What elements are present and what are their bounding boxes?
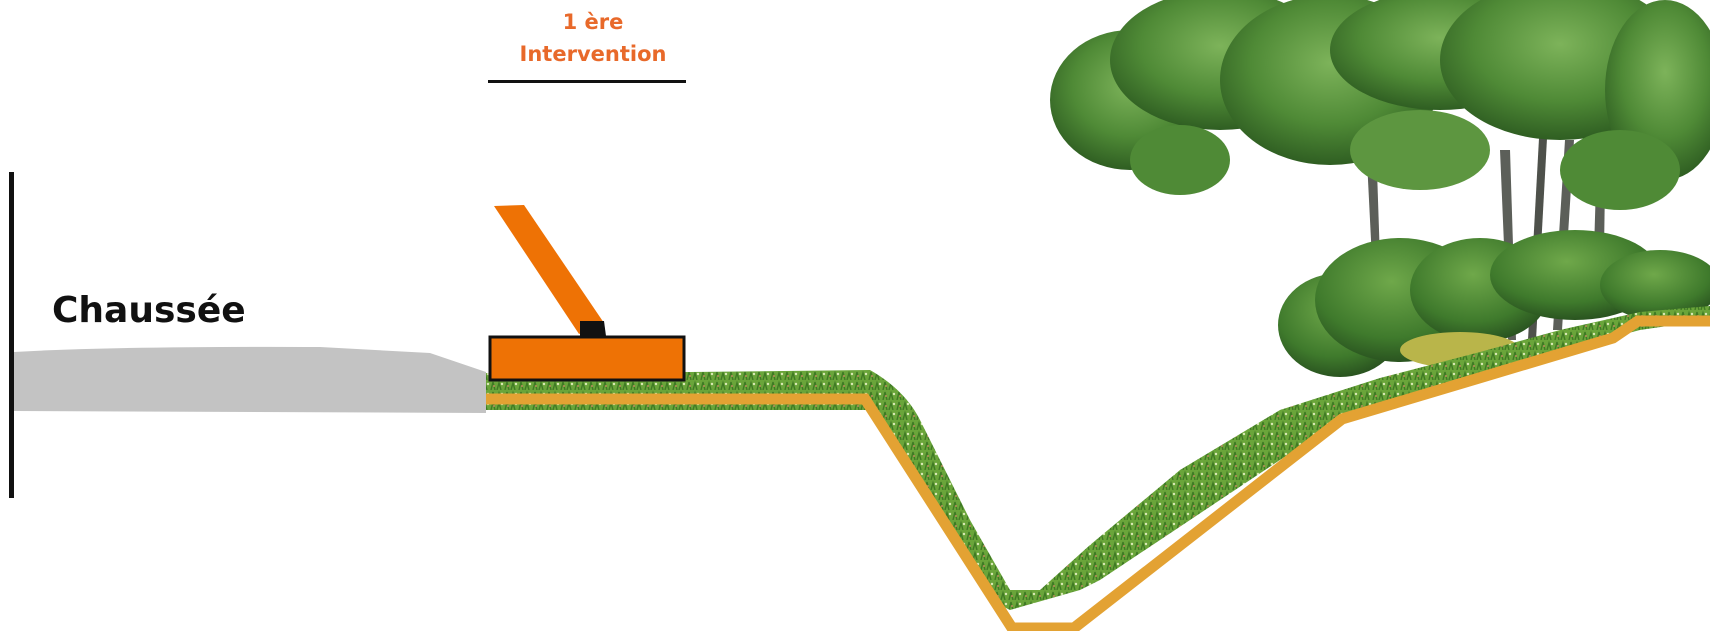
intervention-title-line1: 1 ère xyxy=(563,10,624,34)
mower-arm-icon xyxy=(490,205,684,380)
title-underline xyxy=(488,80,686,83)
intervention-title: 1 ère Intervention xyxy=(488,10,686,83)
intervention-title-line2: Intervention xyxy=(520,42,667,66)
road-surface xyxy=(14,347,486,413)
road-label: Chaussée xyxy=(52,290,246,331)
mower-head xyxy=(490,337,684,380)
road-edge-line xyxy=(9,172,14,498)
